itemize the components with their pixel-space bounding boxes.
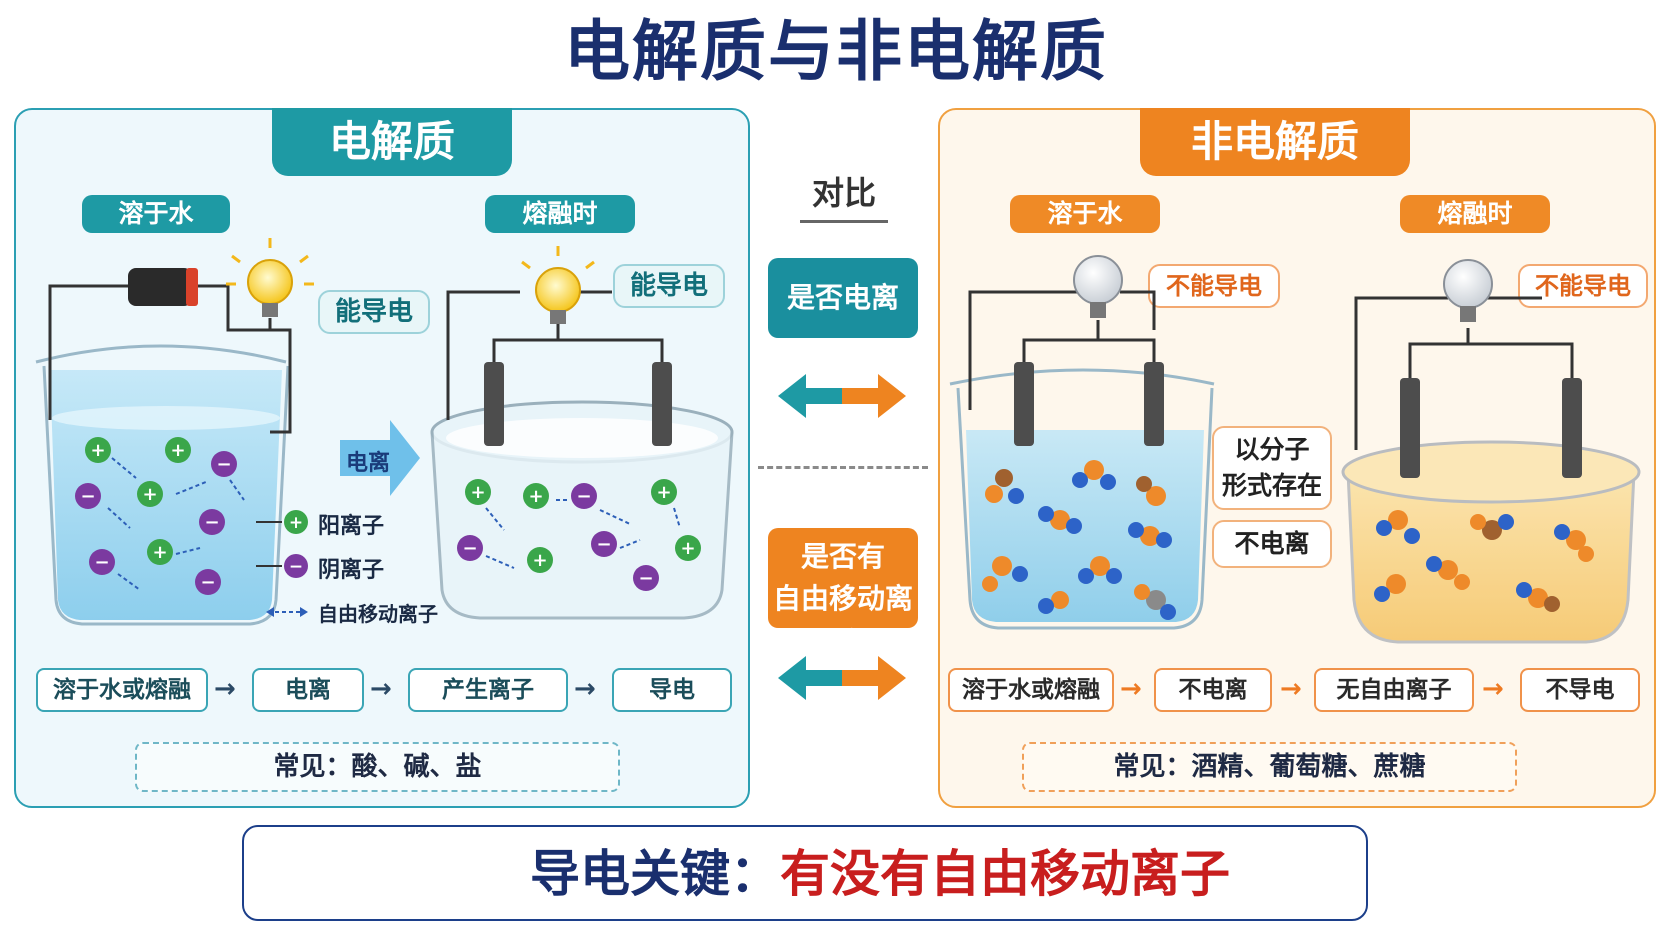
- svg-text:−: −: [289, 557, 303, 577]
- key-point-label: 导电关键：: [530, 845, 780, 903]
- svg-text:+: +: [152, 542, 167, 563]
- electrodes-non-dissolved: [968, 290, 1164, 446]
- electrolyte-header: 电解质: [272, 108, 512, 176]
- question-free-ions-line2: 自由移动离子: [772, 582, 913, 657]
- ionize-arrow-icon: [340, 420, 420, 496]
- page-title: 电解质与非电解质: [564, 13, 1108, 90]
- left-flow-step-1: 溶于水或熔融: [36, 668, 208, 712]
- left-flow-step-2: 电离: [252, 668, 364, 712]
- bulb-off-icon: [1073, 255, 1123, 318]
- right-state-dissolve: 溶于水: [1010, 195, 1160, 233]
- svg-text:−: −: [216, 454, 231, 475]
- left-flow-step-3: 产生离子: [408, 668, 568, 712]
- key-point-bar: [242, 825, 1368, 921]
- question-ionize: 是否电离: [768, 258, 918, 338]
- left-common-examples: 常见：酸、碱、盐: [135, 742, 620, 792]
- right-flow-step-4: 不导电: [1520, 668, 1640, 712]
- key-point-answer: 有没有自由移动离子: [780, 845, 1230, 903]
- svg-text:+: +: [289, 513, 303, 533]
- right-flow-step-1: 溶于水或熔融: [948, 668, 1114, 712]
- svg-text:−: −: [80, 486, 95, 507]
- svg-text:−: −: [576, 486, 591, 507]
- svg-text:+: +: [90, 440, 105, 461]
- svg-text:+: +: [656, 482, 671, 503]
- legend-free-ion: 自由移动离子: [318, 602, 438, 626]
- right-no-conduct-label-1: 不能导电: [1148, 264, 1280, 308]
- svg-text:+: +: [142, 484, 157, 505]
- right-flow-arrow-2: →: [1280, 674, 1302, 704]
- molecule-note-line1: 以分子: [1234, 435, 1310, 464]
- svg-text:−: −: [200, 572, 215, 593]
- left-conduct-label-2: 能导电: [613, 264, 725, 308]
- svg-text:+: +: [532, 550, 547, 571]
- right-flow-arrow-1: →: [1120, 674, 1142, 704]
- electrodes-non-molten: [1354, 296, 1582, 478]
- legend-cation: 阳离子: [318, 514, 385, 539]
- right-flow-arrow-3: →: [1482, 674, 1504, 704]
- no-ionize-note: 不电离: [1212, 520, 1332, 568]
- bulb-off-icon-2: [1443, 259, 1493, 322]
- ion-legend: + −: [256, 510, 308, 617]
- right-state-molten: 熔融时: [1400, 195, 1550, 233]
- right-flow-step-2: 不电离: [1154, 668, 1272, 712]
- question-free-ions: 是否有 自由移动离子: [768, 528, 918, 657]
- bulb-on-icon-2: [521, 246, 595, 340]
- left-conduct-label-1: 能导电: [318, 290, 430, 334]
- non-electrolyte-header: 非电解质: [1140, 108, 1410, 176]
- molecules-dissolved: [982, 460, 1176, 620]
- key-point-text: 导电关键：有没有自由移动离子: [530, 836, 1230, 912]
- left-state-molten: 熔融时: [485, 195, 635, 233]
- ionize-arrow-label: 电离: [346, 451, 391, 476]
- bulb-on-icon: [226, 238, 314, 317]
- right-no-conduct-label-2: 不能导电: [1518, 264, 1648, 308]
- svg-text:−: −: [204, 512, 219, 533]
- left-flow-step-4: 导电: [612, 668, 732, 712]
- left-state-dissolve: 溶于水: [82, 195, 230, 233]
- molecule-note-line2: 形式存在: [1221, 471, 1322, 500]
- compare-arrow-1-icon: [778, 374, 906, 418]
- molecule-note: 以分子 形式存在: [1212, 426, 1332, 510]
- crucible-non-molten: [1341, 440, 1641, 644]
- svg-text:−: −: [596, 534, 611, 555]
- middle-divider: [758, 466, 928, 469]
- svg-text:+: +: [680, 538, 695, 559]
- crucible-molten: [430, 400, 734, 620]
- beaker-dissolved: [35, 344, 290, 626]
- question-free-ions-line1: 是否有: [800, 540, 885, 573]
- svg-text:+: +: [470, 482, 485, 503]
- svg-text:+: +: [528, 486, 543, 507]
- molecules-molten: [1374, 510, 1594, 612]
- left-flow-arrow-3: →: [574, 674, 596, 704]
- left-flow-arrow-1: →: [214, 674, 236, 704]
- svg-text:+: +: [170, 440, 185, 461]
- compare-arrow-2-icon: [778, 656, 906, 700]
- svg-text:−: −: [462, 538, 477, 559]
- right-common-examples: 常见：酒精、葡萄糖、蔗糖: [1022, 742, 1517, 792]
- electrodes-molten: [446, 290, 672, 446]
- right-flow-step-3: 无自由离子: [1314, 668, 1474, 712]
- svg-text:−: −: [94, 552, 109, 573]
- compare-title: 对比: [800, 168, 888, 223]
- left-flow-arrow-2: →: [370, 674, 392, 704]
- svg-text:−: −: [638, 568, 653, 589]
- ions-dissolved: + + + + − − − − −: [75, 437, 245, 595]
- ions-molten: + + + + + − − − −: [457, 479, 701, 591]
- battery-circuit: [48, 268, 292, 434]
- legend-anion: 阴离子: [318, 558, 385, 583]
